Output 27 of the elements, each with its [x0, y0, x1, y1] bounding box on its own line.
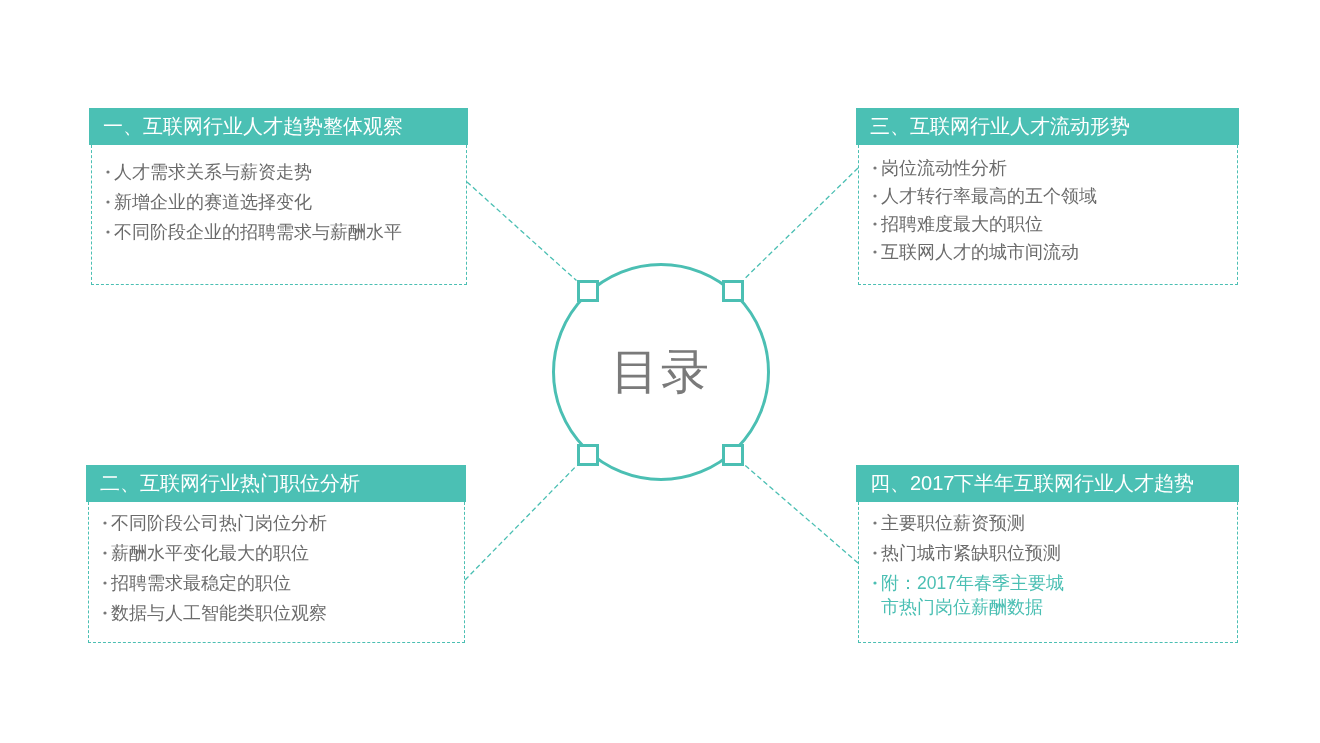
- list-item: 不同阶段公司热门岗位分析: [111, 512, 327, 535]
- center-title: 目录: [611, 344, 711, 400]
- list-item: 互联网人才的城市间流动: [881, 241, 1079, 264]
- section-heading: 一、互联网行业人才趋势整体观察: [89, 108, 468, 145]
- list-item: 数据与人工智能类职位观察: [111, 602, 327, 625]
- list-item: 主要职位薪资预测: [881, 512, 1025, 535]
- list-item: 不同阶段企业的招聘需求与薪酬水平: [114, 221, 402, 244]
- list-item: 人才转行率最高的五个领域: [881, 185, 1097, 208]
- list-item: 附：2017年春季主要城市热门岗位薪酬数据: [881, 572, 1065, 619]
- connector-square: [721, 279, 744, 302]
- list-item: 薪酬水平变化最大的职位: [111, 542, 309, 565]
- dashed-connector: [466, 181, 578, 282]
- section-heading: 二、互联网行业热门职位分析: [86, 465, 466, 502]
- dashed-connector: [742, 167, 859, 281]
- dashed-connector: [464, 464, 578, 581]
- list-item: 热门城市紧缺职位预测: [881, 542, 1061, 565]
- dashed-connector: [742, 463, 859, 564]
- connector-square: [576, 443, 599, 466]
- connector-square: [721, 443, 744, 466]
- list-item: 岗位流动性分析: [881, 157, 1007, 180]
- list-item: 新增企业的赛道选择变化: [114, 191, 312, 214]
- list-item: 招聘难度最大的职位: [881, 213, 1043, 236]
- connector-square: [576, 279, 599, 302]
- section-heading: 三、互联网行业人才流动形势: [856, 108, 1239, 145]
- list-item: 人才需求关系与薪资走势: [114, 161, 312, 184]
- section-heading: 四、2017下半年互联网行业人才趋势: [856, 465, 1239, 502]
- list-item: 招聘需求最稳定的职位: [111, 572, 291, 595]
